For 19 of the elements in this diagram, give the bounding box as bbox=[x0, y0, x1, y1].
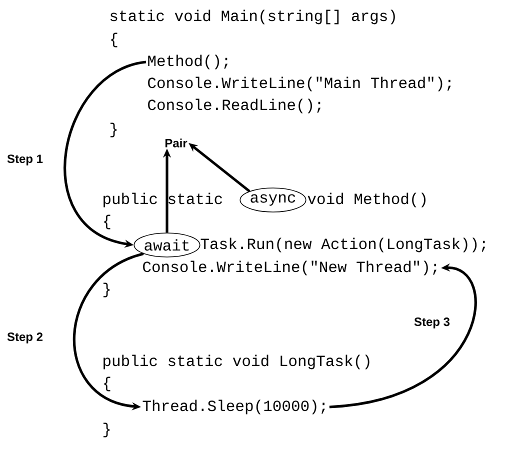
pair-label: Pair bbox=[165, 138, 188, 148]
code-line: { bbox=[104, 376, 110, 392]
code-line: Console.ReadLine(); bbox=[148, 98, 321, 114]
code-line: Method(); bbox=[148, 54, 228, 70]
step-label: Step 3 bbox=[413, 316, 451, 330]
code-line: public static void LongTask() bbox=[104, 354, 370, 370]
code-line: } bbox=[103, 422, 110, 438]
code-line: static void Main(string[] args) bbox=[110, 10, 395, 24]
code-line: public static bbox=[104, 192, 222, 208]
code-line: Console.WriteLine("New Thread"); bbox=[143, 260, 436, 276]
code-line: Console.WriteLine("Main Thread"); bbox=[148, 76, 451, 92]
step-label: Step 2 bbox=[6, 332, 44, 344]
code-line: Thread.Sleep(10000); bbox=[142, 400, 325, 414]
step-label: Step 1 bbox=[6, 154, 44, 166]
code-line: } bbox=[110, 122, 117, 138]
code-line: { bbox=[104, 214, 110, 230]
code-line: { bbox=[110, 32, 118, 48]
code-line: Task.Run(new Action(LongTask)); bbox=[200, 238, 486, 252]
code-line: } bbox=[103, 282, 110, 298]
